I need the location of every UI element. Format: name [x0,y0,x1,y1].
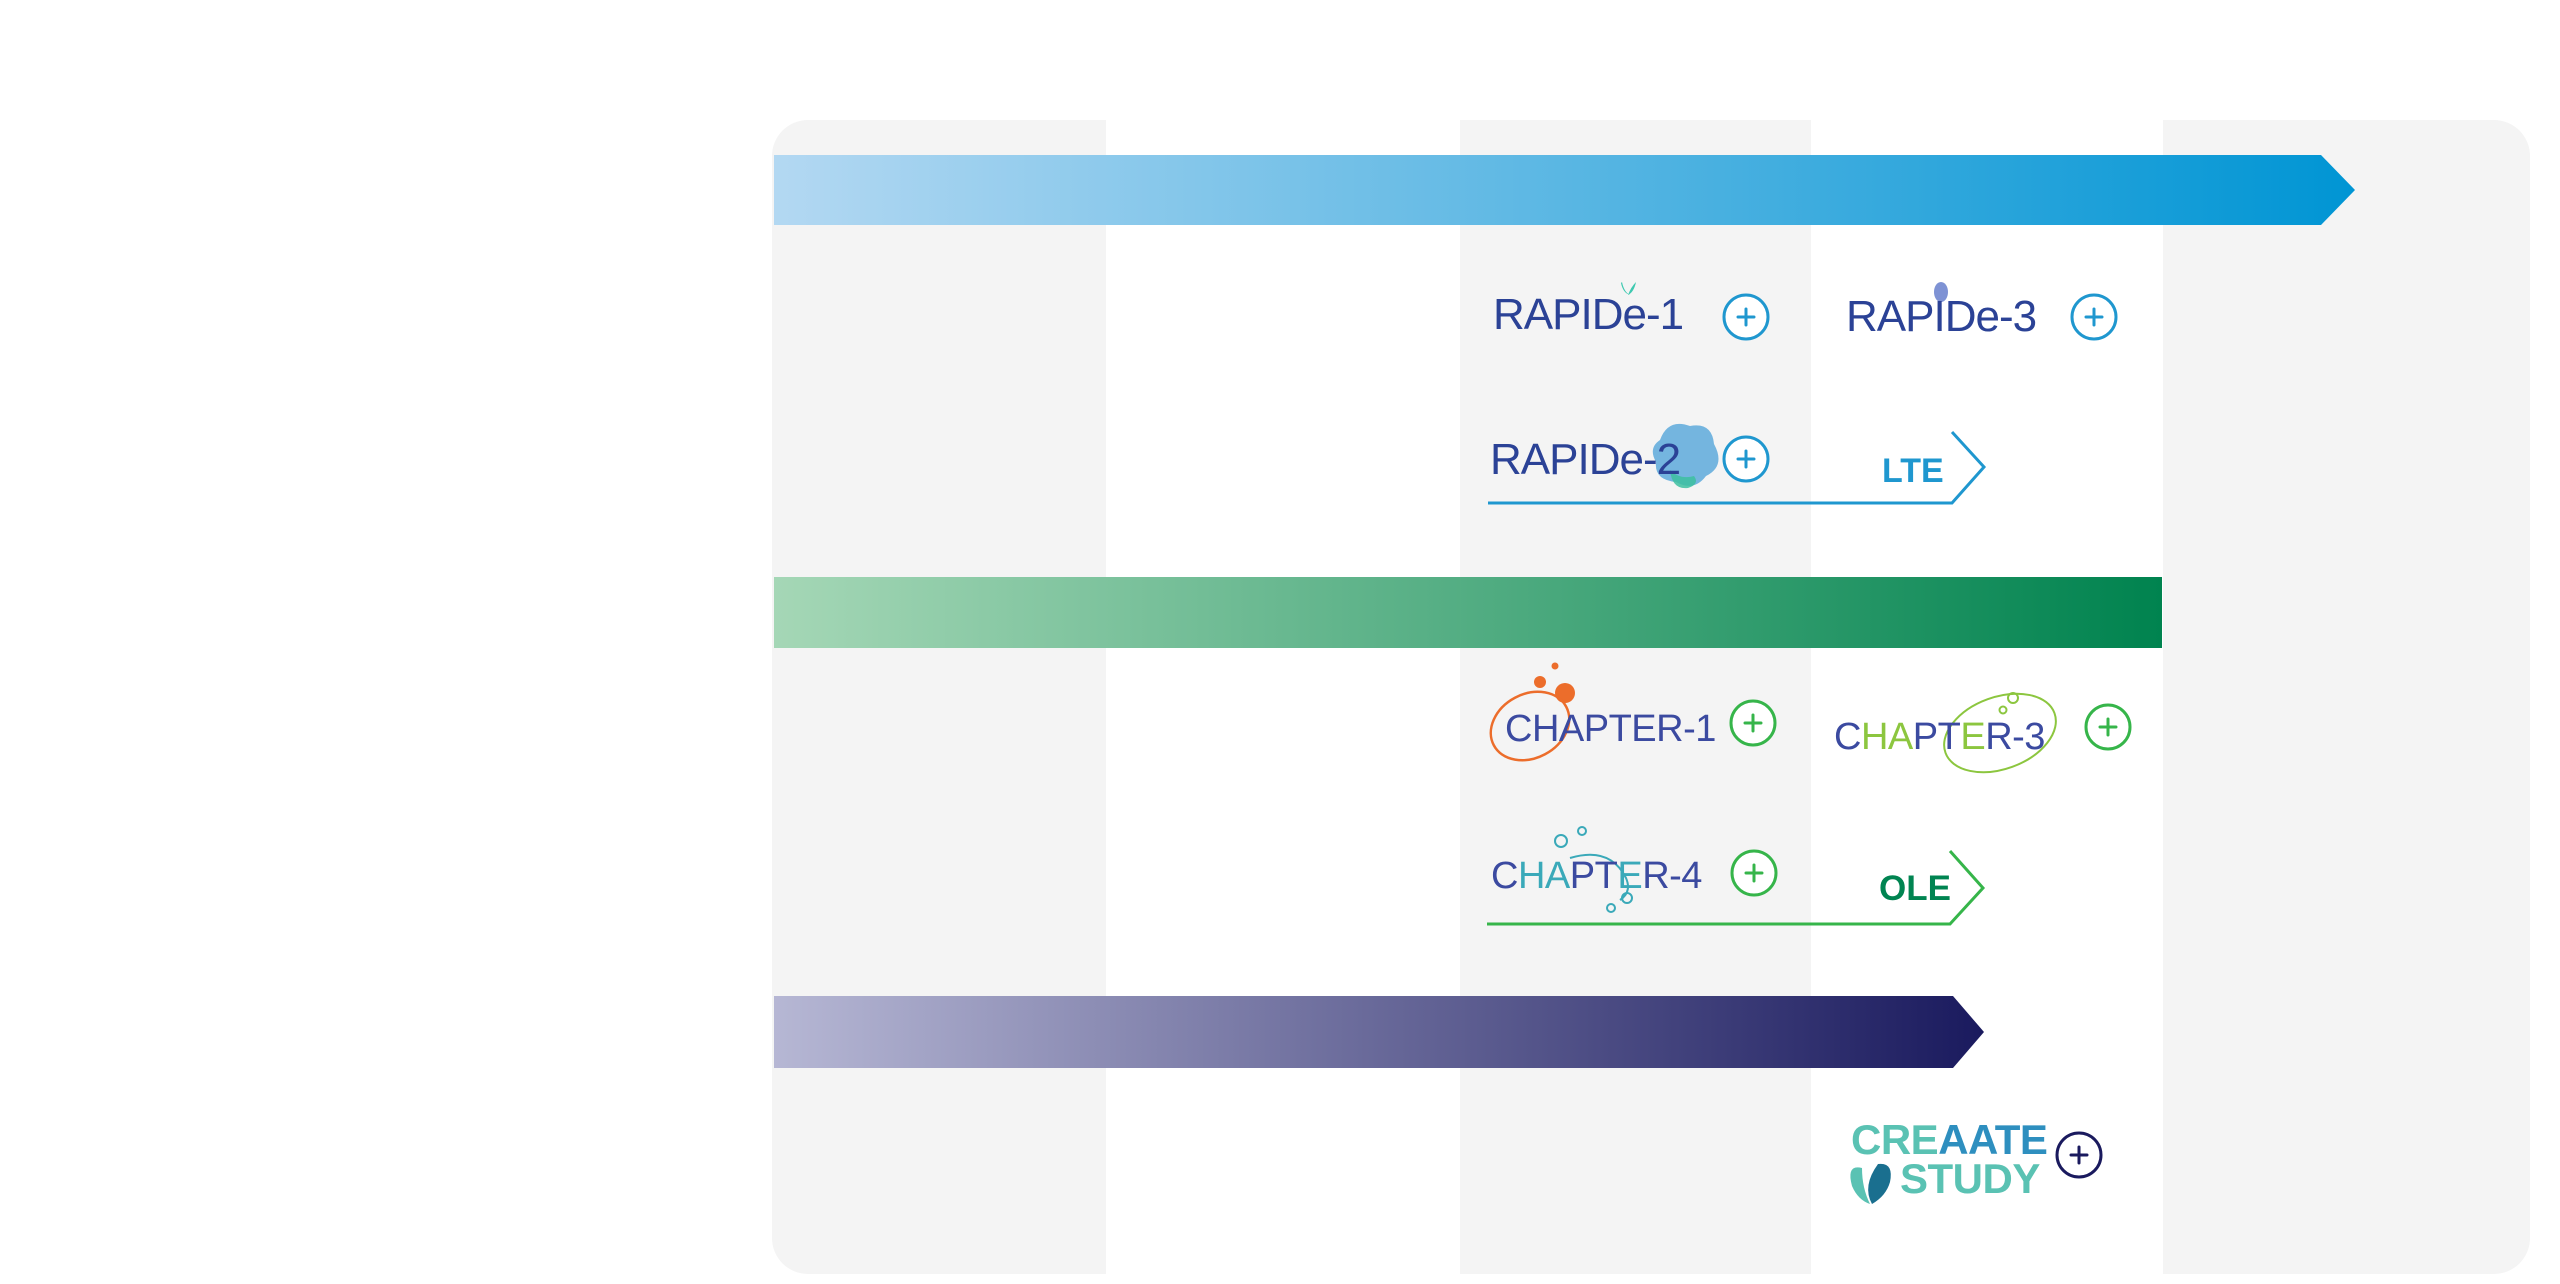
plus-circle-icon [1744,863,1764,883]
rapide-3-expand-button[interactable] [2070,293,2118,341]
navy-arrow [774,996,1984,1068]
rapide-1-suffix: -1 [1646,290,1683,339]
plus-circle-icon [1736,449,1756,469]
lte-extension: LTE [1488,430,1987,505]
rapide-2-suffix: -2 [1643,435,1680,484]
bubble-icon [1555,683,1575,703]
chapter-4-expand-button[interactable] [1730,849,1778,897]
rapide-2-expand-button[interactable] [1722,435,1770,483]
rapide-3-logo: RAPIDe-3 [1846,282,2037,341]
chapter-1-logo: CHAPTER-1 [1489,662,1716,762]
leaf-icon [1621,282,1636,295]
svg-text:CHAPTER-4: CHAPTER-4 [1491,855,1702,897]
rapide-1-word: RAPIDe [1493,290,1646,339]
bubble-icon [1554,834,1568,848]
chapter-1-text: CHAPTER-1 [1505,708,1716,750]
drop-icon [1934,282,1948,302]
creaate-study-expand-button[interactable] [2055,1131,2103,1179]
orbit-icon [1943,692,2057,774]
svg-text:RAPIDe-1: RAPIDe-1 [1493,290,1683,339]
svg-text:STUDY: STUDY [1900,1155,2040,1202]
orbit-icon [1489,690,1571,762]
svg-text:CHAPTER-3: CHAPTER-3 [1834,716,2045,758]
rapide-1-expand-button[interactable] [1722,293,1770,341]
lte-label: LTE [1882,452,1944,490]
rapide-3-word: RAPIDe [1846,292,1999,341]
creaate-study-logo: CREAATE STUDY [1850,1116,2048,1204]
blue-arrow [774,155,2355,225]
rapide-2-word: RAPIDe [1490,435,1643,484]
svg-text:CREAATE: CREAATE [1851,1116,2047,1163]
chapter-4-logo: CHAPTER-4 [1491,826,1703,913]
chapter-3-expand-button[interactable] [2084,703,2132,751]
plus-circle-icon [2084,307,2104,327]
plus-circle-icon [2069,1145,2089,1165]
chapter-1-expand-button[interactable] [1729,699,1777,747]
plus-circle-icon [1743,713,1763,733]
lte-arrow-line [1488,430,1987,505]
ole-label: OLE [1879,869,1951,908]
rapide-3-suffix: -3 [1999,292,2036,341]
heart-icon [1850,1167,1870,1204]
green-arrow [774,577,2162,648]
rapide-1-logo: RAPIDe-1 [1493,282,1684,339]
svg-text:RAPIDe-2: RAPIDe-2 [1490,435,1680,484]
blob-icon [1652,423,1719,486]
svg-text:RAPIDe-3: RAPIDe-3 [1846,292,2036,341]
plus-circle-icon [1736,307,1756,327]
plus-circle-icon [2098,717,2118,737]
column-stripe-2 [1106,120,1460,1274]
rapide-2-logo: RAPIDe-2 [1490,423,1719,489]
ole-arrow-line [1487,850,1986,926]
ole-extension: OLE [1487,850,1986,926]
chapter-3-logo: CHAPTER-3 [1834,692,2057,774]
